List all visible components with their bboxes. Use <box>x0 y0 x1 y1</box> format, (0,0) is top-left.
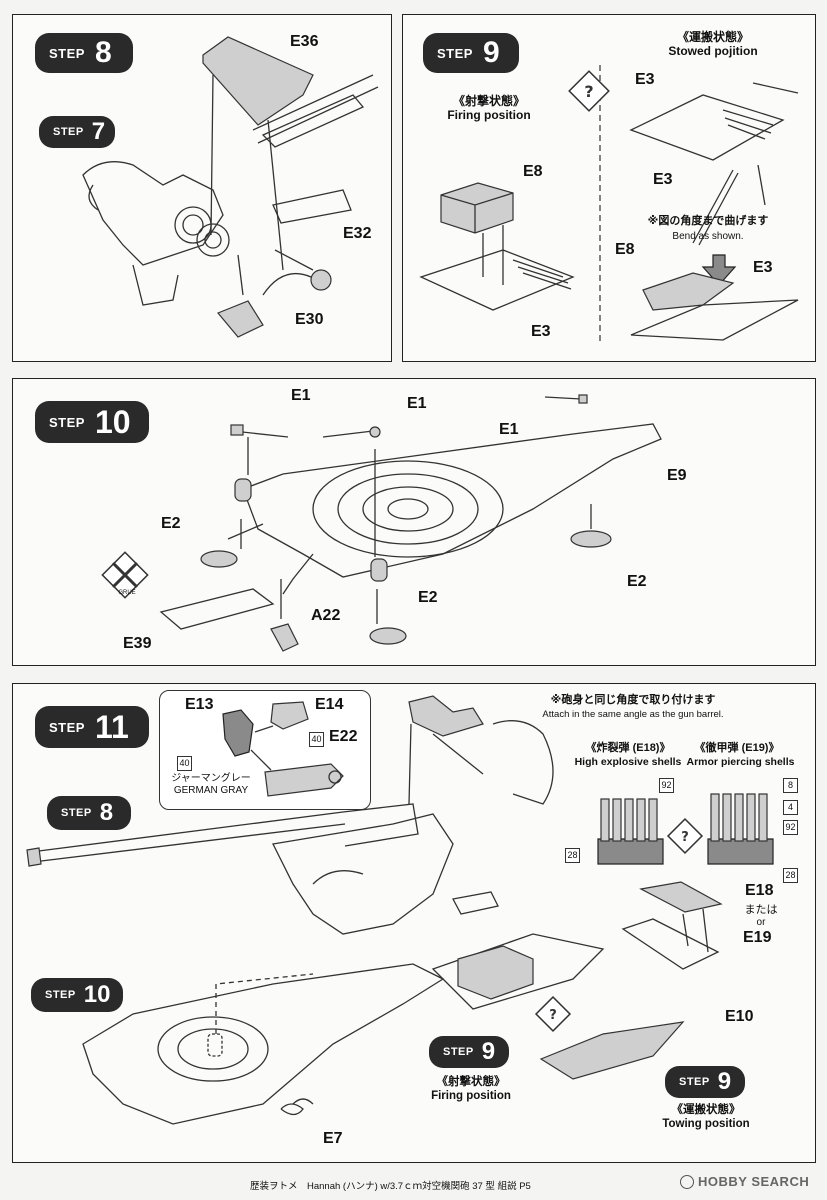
step11-panel: STEP 11 E13 E14 E22 40 40 ジャーマングレー GERMA… <box>12 683 816 1163</box>
ap-shells-jp: 《徹甲弾 (E19)》 <box>694 742 780 754</box>
page-footer: 歴装ヲトメ Hannah (ハンナ) w/3.7ｃｍ対空機関砲 37 型 組説 … <box>0 1172 827 1200</box>
label-e32: E32 <box>343 225 372 242</box>
he-shells-jp: 《炸裂弾 (E18)》 <box>585 742 671 754</box>
label-e10: E10 <box>725 1008 754 1025</box>
step9-illustrations: ? <box>419 65 799 345</box>
label-e1-left: E1 <box>291 387 311 404</box>
label-e30: E30 <box>295 311 324 328</box>
he-shells-en: High explosive shells <box>574 756 682 768</box>
ap-shells-en: Armor piercing shells <box>686 756 795 768</box>
label-e36: E36 <box>290 33 319 50</box>
stowed-position-jp: 《運搬状態》 <box>676 30 749 44</box>
towing-position-en: Towing position <box>662 1118 750 1130</box>
label-e18: E18 <box>745 882 774 899</box>
swap-diamond-icon: ? <box>666 817 704 855</box>
attach-note-en: Attach in the same angle as the gun barr… <box>542 709 724 720</box>
step9-panel: STEP 9 《射撃状態》 Firing position 《運搬状態》 Sto… <box>402 14 816 362</box>
step8-badge: STEP 8 <box>35 33 133 73</box>
label-e7: E7 <box>323 1130 343 1147</box>
step8-assembly-illustration <box>82 36 379 338</box>
he-shell-clip <box>597 798 664 865</box>
label-e39: E39 <box>123 635 152 652</box>
paint-code-4-ap: 4 <box>783 800 798 815</box>
german-gray-en: GERMAN GRAY <box>173 785 249 796</box>
paint-code-92-ap: 92 <box>783 820 798 835</box>
label-e22: E22 <box>329 728 358 745</box>
stowed-position-en: Stowed pojition <box>668 44 758 58</box>
flip-diamond-icon: ? <box>568 70 610 112</box>
label-e3-stowed-top: E3 <box>635 71 655 88</box>
sight-subassembly-callout <box>159 690 371 810</box>
label-e3-stowed-bottom: E3 <box>753 259 773 276</box>
label-e3-firing: E3 <box>531 323 551 340</box>
paint-code-92-he: 92 <box>659 778 674 793</box>
label-e8-stowed: E8 <box>615 241 635 258</box>
firing-position-jp: 《射撃状態》 <box>452 94 525 108</box>
step9-towing-reference-badge: STEP 9 <box>665 1066 745 1098</box>
svg-text:?: ? <box>584 82 593 101</box>
label-e1-right: E1 <box>499 421 519 438</box>
label-e3-bent-rod: E3 <box>653 171 673 188</box>
step11-final-assembly-illustration: ? ? <box>26 695 774 1125</box>
step8-reference-badge: STEP 8 <box>47 796 131 830</box>
no-glue-icon <box>101 551 149 599</box>
bend-note-jp: ※図の角度まで曲げます <box>647 215 769 227</box>
label-e9: E9 <box>667 467 687 484</box>
watermark-logo-icon <box>680 1174 694 1189</box>
svg-text:?: ? <box>681 830 689 845</box>
label-e14: E14 <box>315 696 344 713</box>
paint-code-28-he: 28 <box>565 848 580 863</box>
label-e1-middle: E1 <box>407 395 427 412</box>
swap-diamond-icon-2: ? <box>534 995 572 1033</box>
step10-badge: STEP 10 <box>35 401 149 443</box>
step9-badge: STEP 9 <box>423 33 519 73</box>
attach-note-jp: ※砲身と同じ角度で取り付けます <box>550 694 716 706</box>
firing-position-en: Firing position <box>447 108 531 122</box>
german-gray-jp: ジャーマングレー <box>171 773 251 784</box>
footer-caption: 歴装ヲトメ Hannah (ハンナ) w/3.7ｃｍ対空機関砲 37 型 組説 … <box>250 1181 531 1192</box>
label-e13: E13 <box>185 696 214 713</box>
label-e19: E19 <box>743 929 772 946</box>
label-e2-bottom: E2 <box>418 589 438 606</box>
label-e2-right: E2 <box>627 573 647 590</box>
ap-shell-clip <box>707 793 774 865</box>
glue-tag: GRUE <box>118 590 136 596</box>
step9-firing-reference-badge: STEP 9 <box>429 1036 509 1068</box>
or-en: or <box>756 917 766 928</box>
step10-base-illustration <box>101 394 662 652</box>
paint-code-40b: 40 <box>309 732 324 747</box>
firing-position-en-11: Firing position <box>431 1090 511 1102</box>
step10-panel: STEP 10 GRUE E1 E1 E1 E9 E <box>12 378 816 666</box>
label-a22: A22 <box>311 607 341 624</box>
bend-note-en: Bend as shown. <box>672 231 744 242</box>
paint-code-40a: 40 <box>177 756 192 771</box>
paint-code-28-ap: 28 <box>783 868 798 883</box>
or-jp: または <box>744 904 778 916</box>
towing-position-jp: 《運搬状態》 <box>671 1104 741 1116</box>
label-e8-firing: E8 <box>523 163 543 180</box>
step10-reference-badge: STEP 10 <box>31 978 123 1012</box>
step8-panel: STEP 8 STEP 7 E36 E32 E30 <box>12 14 392 362</box>
step7-reference-badge: STEP 7 <box>39 116 115 148</box>
paint-code-8-ap: 8 <box>783 778 798 793</box>
label-e2-left: E2 <box>161 515 181 532</box>
svg-text:?: ? <box>549 1008 557 1023</box>
step11-badge: STEP 11 <box>35 706 149 748</box>
watermark: HOBBY SEARCH <box>680 1174 809 1189</box>
firing-position-jp-11: 《射撃状態》 <box>436 1076 506 1088</box>
